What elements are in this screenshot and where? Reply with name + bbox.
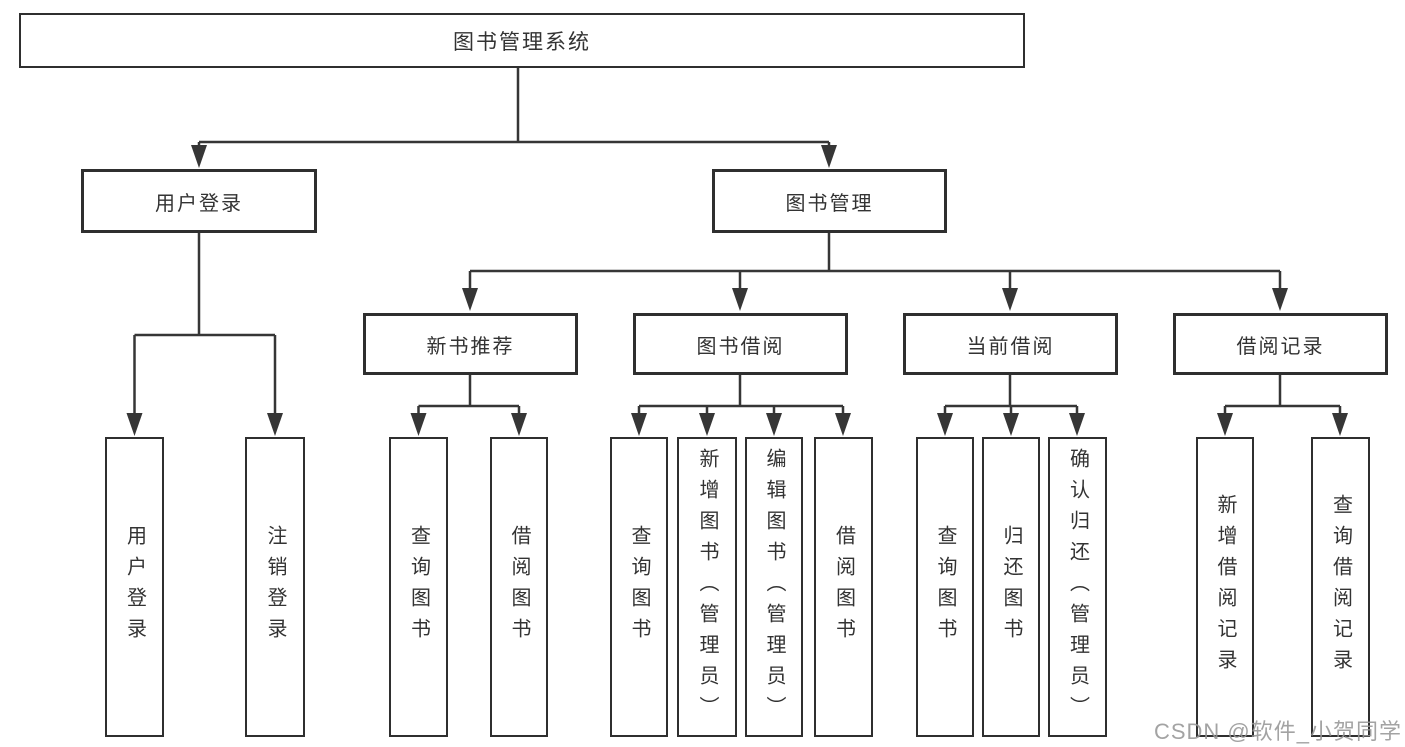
leaf-logout-label: 注销登录: [264, 525, 286, 649]
leaf-borrow-books-recommend: 借阅图书: [490, 437, 548, 737]
leaf-query-books-current: 查询图书: [916, 437, 974, 737]
leaf-user-login-label: 用户登录: [123, 525, 146, 649]
leaf-query-books-borrowing-label: 查询图书: [628, 525, 650, 649]
connector-root-to-level1: [197, 68, 831, 164]
leaf-add-books-admin-label: 新增图书（管理员）: [696, 447, 718, 727]
node-current-borrowing: 当前借阅: [903, 313, 1118, 375]
leaf-borrow-books-borrowing: 借阅图书: [814, 437, 873, 737]
connector-borrowing-records-children: [1223, 375, 1342, 430]
node-library-management-system-label: 图书管理系统: [453, 30, 591, 54]
node-new-book-recommend: 新书推荐: [363, 313, 578, 375]
node-library-management-system: 图书管理系统: [19, 13, 1025, 68]
leaf-borrow-books-borrowing-label: 借阅图书: [832, 525, 855, 649]
leaf-confirm-return-admin-label: 确认归还（管理员）: [1066, 447, 1089, 727]
leaf-logout: 注销登录: [245, 437, 305, 737]
leaf-confirm-return-admin: 确认归还（管理员）: [1048, 437, 1107, 737]
node-current-borrowing-label: 当前借阅: [966, 335, 1055, 358]
watermark-text: CSDN @软件_小贺同学: [1153, 719, 1402, 744]
arrowheads: [126, 145, 1348, 436]
connector-user-login-children: [133, 233, 277, 430]
leaf-return-books-label: 归还图书: [1000, 525, 1022, 649]
leaf-edit-books-admin-label: 编辑图书（管理员）: [763, 447, 785, 727]
leaf-query-books-recommend-label: 查询图书: [407, 525, 430, 649]
node-book-management-label: 图书管理: [785, 192, 874, 215]
leaf-user-login: 用户登录: [105, 437, 164, 737]
node-new-book-recommend-label: 新书推荐: [426, 335, 515, 358]
leaf-borrow-books-recommend-label: 借阅图书: [508, 525, 530, 649]
leaf-query-books-recommend: 查询图书: [389, 437, 448, 737]
leaf-edit-books-admin: 编辑图书（管理员）: [745, 437, 803, 737]
leaf-query-books-current-label: 查询图书: [934, 525, 956, 649]
leaf-query-books-borrowing: 查询图书: [610, 437, 668, 737]
node-borrowing-records-label: 借阅记录: [1236, 335, 1325, 358]
leaf-query-borrow-record-label: 查询借阅记录: [1329, 494, 1352, 680]
leaf-query-borrow-record: 查询借阅记录: [1311, 437, 1370, 737]
leaf-add-borrow-record-label: 新增借阅记录: [1214, 494, 1236, 680]
connector-book-borrowing-children: [637, 375, 845, 430]
connector-book-management-children: [468, 233, 1282, 306]
leaf-return-books: 归还图书: [982, 437, 1040, 737]
node-book-borrowing-label: 图书借阅: [696, 335, 785, 358]
node-book-borrowing: 图书借阅: [633, 313, 848, 375]
leaf-add-books-admin: 新增图书（管理员）: [677, 437, 737, 737]
leaf-add-borrow-record: 新增借阅记录: [1196, 437, 1254, 737]
node-book-management: 图书管理: [712, 169, 947, 233]
node-user-login: 用户登录: [81, 169, 317, 233]
node-borrowing-records: 借阅记录: [1173, 313, 1388, 375]
connector-new-book-children: [417, 375, 521, 430]
node-user-login-label: 用户登录: [155, 192, 243, 215]
